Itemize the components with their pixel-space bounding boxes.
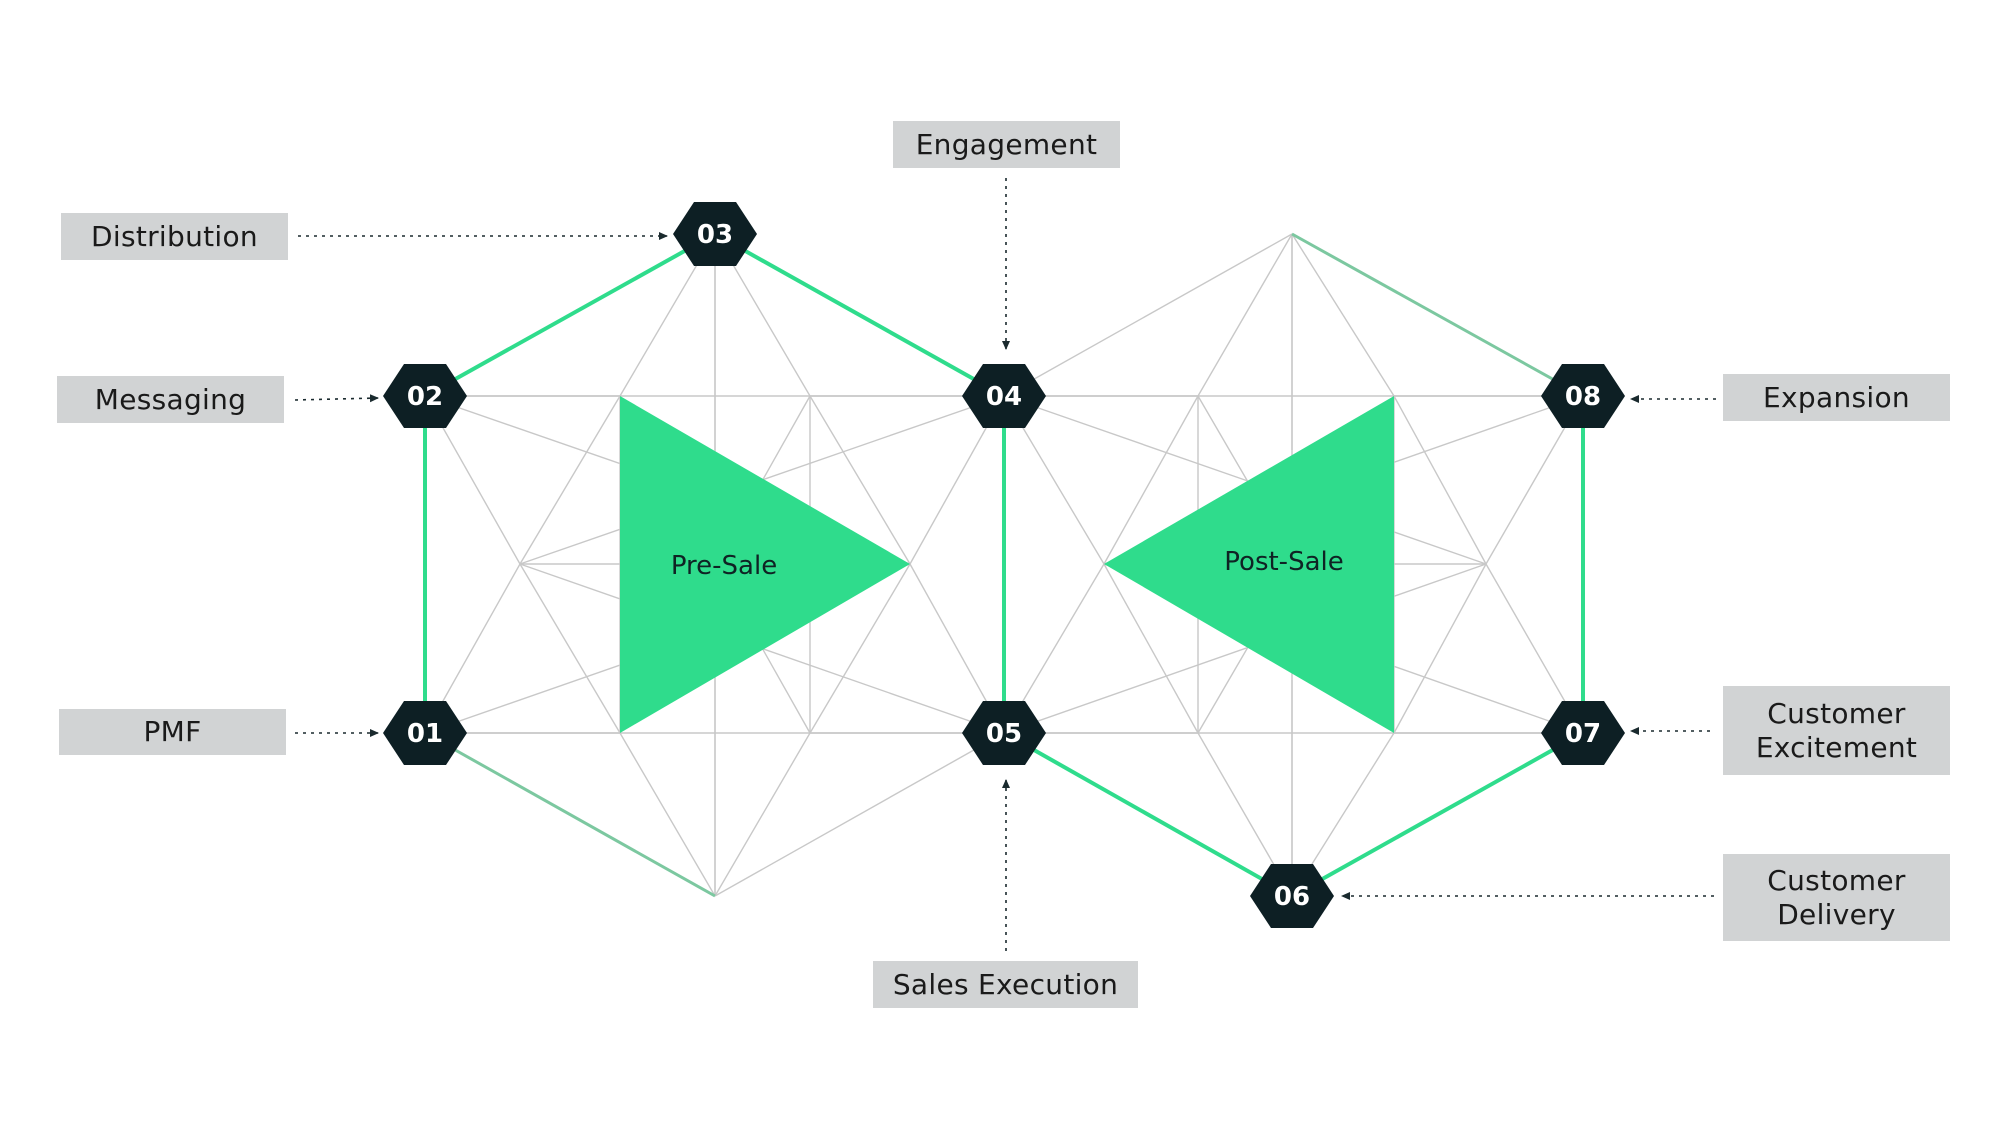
label-distribution-text: Distribution xyxy=(91,219,258,253)
hexagon-icon xyxy=(673,202,757,266)
right-grid-line xyxy=(1003,563,1487,734)
right-grid-line xyxy=(1197,233,1293,397)
hexagon-icon xyxy=(383,701,467,765)
label-customer-excitement-line2: Excitement xyxy=(1755,730,1918,764)
hexagon-icon xyxy=(962,364,1046,428)
left-grid-line xyxy=(619,732,716,897)
step-number: 03 xyxy=(697,220,733,250)
label-sales-execution-text: Sales Execution xyxy=(892,967,1119,1001)
label-pmf-text: PMF xyxy=(143,715,202,748)
edge-03-04 xyxy=(714,232,1005,398)
hexagon-icon xyxy=(962,701,1046,765)
step-nodes: 01 02 03 04 05 06 07 08 xyxy=(383,202,1625,928)
post-sale-triangle xyxy=(1104,396,1394,733)
step-node-05: 05 xyxy=(962,701,1046,765)
left-grid-line xyxy=(519,563,621,734)
step-number: 06 xyxy=(1274,882,1310,912)
step-number: 02 xyxy=(407,382,443,412)
step-number: 07 xyxy=(1565,719,1601,749)
edge-06-07 xyxy=(1291,731,1584,898)
label-engagement-text: Engagement xyxy=(915,127,1098,161)
right-grid-line xyxy=(1003,233,1293,397)
step-number: 04 xyxy=(986,382,1022,412)
label-expansion: Expansion xyxy=(1723,374,1950,421)
step-node-02: 02 xyxy=(383,364,467,428)
right-grid-line xyxy=(1103,563,1199,734)
label-customer-delivery: Customer Delivery xyxy=(1723,854,1950,941)
step-node-03: 03 xyxy=(673,202,757,266)
step-node-07: 07 xyxy=(1541,701,1625,765)
step-number: 08 xyxy=(1565,382,1601,412)
step-node-06: 06 xyxy=(1250,864,1334,928)
right-grid-line xyxy=(1393,563,1487,734)
label-customer-excitement: Customer Excitement xyxy=(1723,686,1950,775)
label-pmf: PMF xyxy=(59,709,286,755)
hexagon-icon xyxy=(1250,864,1334,928)
left-grid-line xyxy=(714,732,811,897)
accent-outline-edges xyxy=(423,232,1585,898)
label-customer-excitement-line1: Customer xyxy=(1767,696,1906,730)
label-customer-delivery-line1: Customer xyxy=(1767,863,1906,897)
post-sale-label: Post-Sale xyxy=(1224,547,1343,577)
step-number: 01 xyxy=(407,719,443,749)
pre-sale-triangle xyxy=(620,396,910,733)
left-grid-line xyxy=(714,732,1005,897)
label-engagement: Engagement xyxy=(893,121,1120,168)
edge-05-06 xyxy=(1003,731,1293,898)
hexagon-icon xyxy=(383,364,467,428)
edge-02-03 xyxy=(424,232,716,398)
step-node-08: 08 xyxy=(1541,364,1625,428)
right-grid-line xyxy=(1291,233,1395,397)
dotted-connectors xyxy=(294,178,1716,951)
step-number: 05 xyxy=(986,719,1022,749)
left-grid-line xyxy=(809,563,911,734)
label-messaging-text: Messaging xyxy=(94,382,247,416)
right-grid-line xyxy=(1103,395,1199,565)
pre-sale-label: Pre-Sale xyxy=(671,551,777,581)
hexagon-icon xyxy=(1541,364,1625,428)
connector-messaging xyxy=(294,394,379,403)
left-grid-line xyxy=(519,395,621,565)
step-node-04: 04 xyxy=(962,364,1046,428)
left-grid-line xyxy=(809,395,911,565)
label-messaging: Messaging xyxy=(57,376,284,423)
label-expansion-text: Expansion xyxy=(1763,380,1910,414)
edge-08-fade xyxy=(1291,232,1584,398)
label-distribution: Distribution xyxy=(61,213,288,260)
label-customer-delivery-line2: Delivery xyxy=(1777,897,1896,931)
hexagon-icon xyxy=(1541,701,1625,765)
right-grid-line xyxy=(1393,395,1487,565)
edge-01-fade xyxy=(424,731,716,898)
label-sales-execution: Sales Execution xyxy=(873,961,1138,1008)
step-node-01: 01 xyxy=(383,701,467,765)
right-grid-line xyxy=(1003,395,1487,565)
